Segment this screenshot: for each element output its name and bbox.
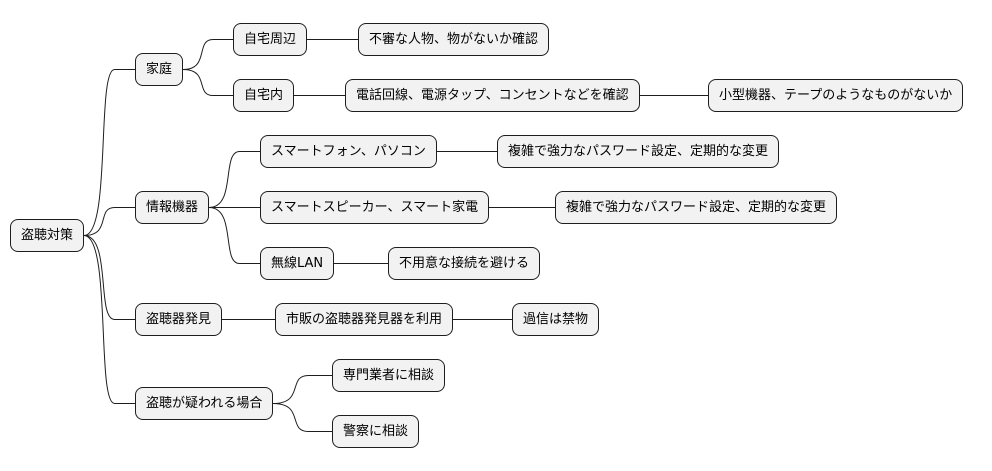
node-consult-expert: 専門業者に相談	[332, 359, 446, 392]
node-no-overconfidence: 過信は禁物	[512, 303, 600, 336]
branch-node-home: 家庭	[135, 53, 184, 86]
node-check-suspicious: 不審な人物、物がないか確認	[358, 23, 550, 56]
node-wireless-lan: 無線LAN	[260, 247, 335, 280]
node-small-devices: 小型機器、テープのようなものがないか	[708, 79, 964, 112]
branch-node-suspected: 盗聴が疑われる場合	[135, 387, 274, 420]
node-use-detector: 市販の盗聴器発見器を利用	[275, 303, 454, 336]
node-password-2: 複雑で強力なパスワード設定、定期的な変更	[555, 191, 838, 224]
mindmap-edge	[83, 207, 135, 236]
mindmap-root-node: 盗聴対策	[10, 219, 85, 252]
node-smartphone-pc: スマートフォン、パソコン	[260, 135, 437, 168]
node-consult-police: 警察に相談	[332, 415, 420, 448]
node-smart-speaker: スマートスピーカー、スマート家電	[260, 191, 490, 224]
mindmap-edge	[83, 69, 135, 236]
branch-node-detection: 盗聴器発見	[135, 303, 223, 336]
node-check-outlets: 電話回線、電源タップ、コンセントなどを確認	[345, 79, 640, 112]
branch-node-devices: 情報機器	[135, 191, 210, 224]
mindmap-edge	[208, 207, 260, 264]
node-inside-home: 自宅内	[233, 79, 295, 112]
mindmap-edge	[272, 403, 332, 432]
mindmap-edge	[83, 235, 135, 320]
mindmap-edge	[83, 235, 135, 404]
mindmap-edge	[208, 151, 260, 208]
node-avoid-connection: 不用意な接続を避ける	[388, 247, 541, 280]
mindmap-edge	[272, 375, 332, 404]
mindmap-edge	[182, 39, 233, 70]
node-around-home: 自宅周辺	[233, 23, 308, 56]
node-password-1: 複雑で強力なパスワード設定、定期的な変更	[497, 135, 780, 168]
mindmap-edge	[182, 69, 233, 96]
